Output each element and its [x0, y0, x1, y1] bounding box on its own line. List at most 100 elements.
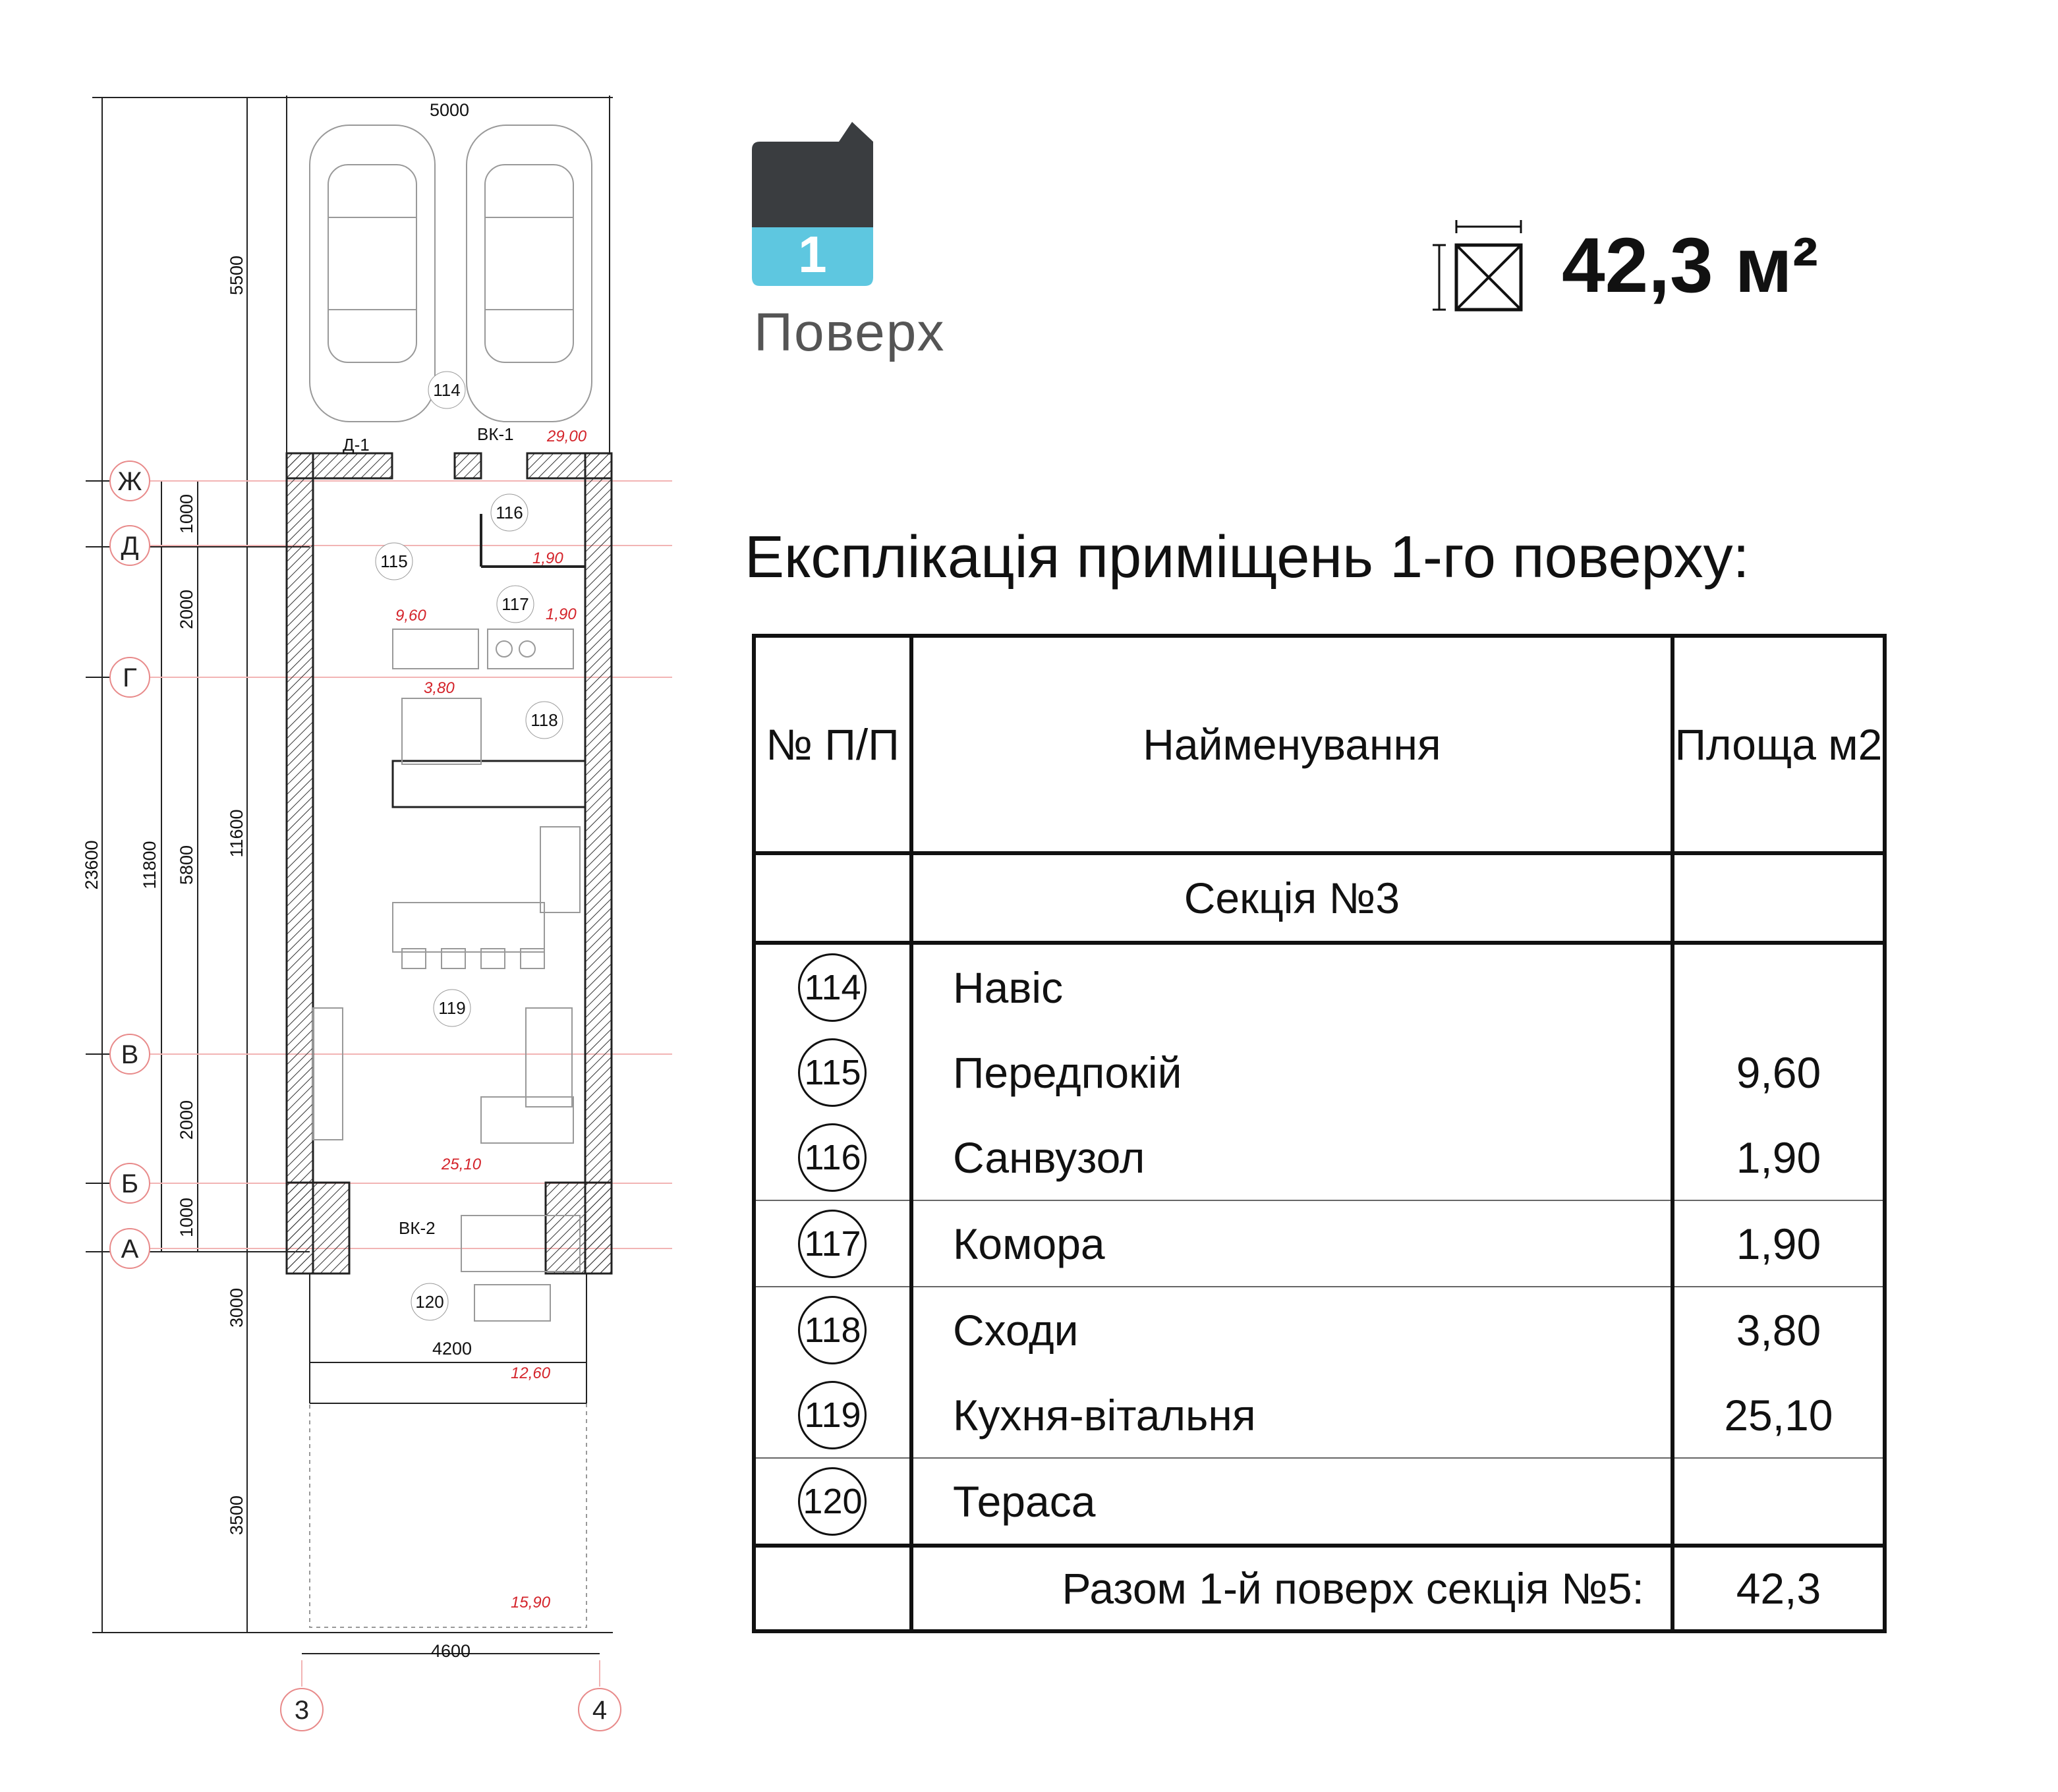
area-mark-garden: 15,90 [511, 1594, 551, 1611]
svg-text:114: 114 [433, 380, 460, 400]
svg-text:120: 120 [415, 1292, 443, 1312]
room-name: Комора [909, 1200, 1674, 1287]
room-area: 9,60 [1670, 1030, 1887, 1115]
room-area [1670, 1458, 1887, 1548]
floor-plan: 5000 4200 4600 5500 23600 11800 11600 58… [82, 96, 672, 1731]
table-row: 118 Сходи 3,80 [752, 1287, 1887, 1372]
door-vk2-label: ВК-2 [399, 1218, 436, 1238]
header-name: Найменування [909, 634, 1674, 855]
svg-text:Д: Д [121, 532, 138, 561]
room-tag-115: 115 [375, 542, 413, 580]
room-num: 114 [798, 953, 867, 1022]
svg-text:119: 119 [438, 998, 465, 1018]
area-mark-115: 9,60 [395, 607, 426, 625]
room-area: 1,90 [1670, 1115, 1887, 1201]
room-num: 119 [798, 1380, 867, 1449]
area-mark-118: 3,80 [424, 679, 455, 697]
room-area: 25,10 [1670, 1372, 1887, 1459]
area-mark-119: 25,10 [441, 1156, 482, 1173]
room-name: Навіс [909, 943, 1674, 1030]
dim-d2: 2000 [177, 590, 196, 629]
section-label: Секція №3 [909, 853, 1674, 945]
room-tag-117: 117 [496, 585, 534, 623]
dim-bottom-width: 4600 [431, 1641, 471, 1661]
dim-d1: 1000 [177, 494, 196, 534]
room-num: 115 [798, 1038, 867, 1107]
svg-text:115: 115 [380, 551, 407, 571]
table-row: 120 Тераса [752, 1458, 1887, 1548]
floor-word: Поверх [754, 302, 946, 362]
room-area: 3,80 [1670, 1287, 1887, 1372]
total-area-value: 42,3 м² [1562, 222, 1819, 309]
area-mark-116: 1,90 [532, 549, 563, 567]
floor-number: 1 [798, 225, 826, 283]
room-area [1670, 943, 1887, 1030]
dim-building-depth: 11800 [140, 841, 159, 889]
room-name: Санвузол [909, 1115, 1674, 1201]
dim-terrace-width: 4200 [432, 1339, 472, 1358]
area-mark-120: 12,60 [511, 1364, 551, 1382]
axis-bubble-zh: Ж [109, 461, 150, 501]
door-d1-label: Д-1 [343, 435, 370, 455]
axis-bubble-3: 3 [280, 1688, 324, 1731]
room-num: 117 [798, 1209, 867, 1278]
area-dimension-icon [1433, 220, 1523, 312]
total-value: 42,3 [1670, 1546, 1887, 1633]
room-tag-118: 118 [525, 701, 563, 739]
room-name: Тераса [909, 1458, 1674, 1548]
table-row: 119 Кухня-вітальня 25,10 [752, 1372, 1887, 1459]
dim-d3: 2000 [177, 1100, 196, 1140]
axis-bubble-v: В [109, 1034, 150, 1075]
axis-bubble-g: Г [109, 657, 150, 698]
area-mark-114: 29,00 [546, 428, 587, 445]
svg-text:Ж: Ж [118, 467, 142, 496]
room-num: 118 [798, 1295, 867, 1364]
room-tag-114: 114 [428, 371, 466, 409]
room-tag-119: 119 [433, 989, 471, 1027]
floor-badge-icon: 1 [752, 122, 873, 286]
total-row: Разом 1-й поверх секція №5: 42,3 [752, 1546, 1887, 1633]
axis-bubble-d: Д [109, 525, 150, 566]
dim-terrace-depth: 3000 [227, 1288, 246, 1328]
table-row: 114 Навіс [752, 943, 1887, 1030]
carport [309, 125, 592, 422]
room-name: Передпокій [909, 1030, 1674, 1115]
terrace-outline [309, 1274, 587, 1404]
svg-text:118: 118 [530, 710, 557, 730]
door-vk1-label: ВК-1 [477, 424, 514, 444]
dim-total-depth: 23600 [82, 840, 101, 889]
svg-text:3: 3 [295, 1696, 309, 1725]
room-area: 1,90 [1670, 1200, 1887, 1287]
total-label: Разом 1-й поверх секція №5: [909, 1546, 1674, 1633]
room-num: 116 [798, 1123, 867, 1192]
svg-text:117: 117 [501, 594, 529, 614]
table-row: 116 Санвузол 1,90 [752, 1115, 1887, 1201]
header-num: № П/П [752, 634, 913, 855]
room-tag-120: 120 [411, 1283, 449, 1321]
area-mark-117: 1,90 [546, 605, 577, 623]
dim-inner-depth: 11600 [227, 809, 246, 857]
explication-table: № П/П Найменування Площа м2 Секція №3 11… [752, 634, 1887, 1633]
room-name: Сходи [909, 1287, 1674, 1372]
dimension-lines [86, 96, 613, 1654]
dim-d4: 1000 [177, 1198, 196, 1237]
svg-text:Б: Б [121, 1169, 138, 1198]
axis-bubble-b: Б [109, 1163, 150, 1204]
table-header-row: № П/П Найменування Площа м2 [752, 634, 1887, 855]
explication-title: Експлікація приміщень 1-го поверху: [745, 524, 1750, 590]
dim-top-width: 5000 [430, 100, 469, 120]
axis-bubble-4: 4 [578, 1688, 621, 1731]
room-name: Кухня-вітальня [909, 1372, 1674, 1459]
svg-text:4: 4 [592, 1696, 607, 1725]
walls [285, 452, 613, 1275]
table-row: 117 Комора 1,90 [752, 1200, 1887, 1287]
dim-garden-depth: 3500 [227, 1496, 246, 1535]
dim-mid-depth: 5800 [177, 845, 196, 885]
interior-fixtures [309, 629, 587, 1628]
axis-bubble-a: А [109, 1228, 150, 1269]
svg-text:Г: Г [123, 663, 137, 692]
svg-text:А: А [121, 1235, 139, 1264]
svg-text:116: 116 [496, 503, 523, 522]
svg-text:В: В [121, 1040, 139, 1069]
dim-carport-depth: 5500 [227, 256, 246, 295]
